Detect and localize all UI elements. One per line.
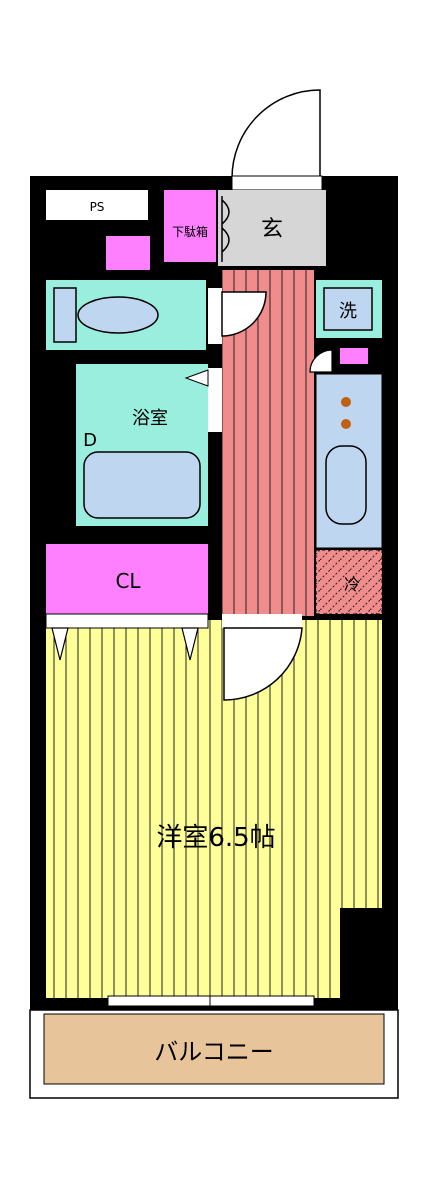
ps-label: PS [90, 200, 105, 214]
western-room [46, 620, 382, 998]
balcony-window [107, 995, 315, 1007]
stove-burner-icon [341, 419, 351, 429]
fridge-space [315, 549, 383, 615]
toilet-door-swing-icon [221, 291, 267, 337]
closet [46, 544, 208, 614]
balcony-label: バルコニー [154, 1038, 274, 1066]
closet-bottom-edge [45, 613, 209, 629]
bathroom-door-gap [208, 368, 222, 432]
western-room-label: 洋室6.5帖 [156, 823, 275, 853]
stove-burner-icon [341, 397, 351, 407]
pink-block [106, 236, 150, 270]
toilet-icon [53, 287, 159, 343]
room-door-gap [222, 614, 302, 628]
closet-door-icons [51, 627, 199, 661]
laundry-machine [323, 287, 373, 331]
bathroom-door-icon [184, 369, 209, 387]
entrance-floor [218, 190, 326, 266]
room-door-swing-icon [223, 627, 303, 701]
kitchen-sink [325, 445, 367, 525]
closet-label: CL [115, 569, 141, 593]
kitchen-door-swing-icon [309, 349, 333, 373]
kitchen-pink-mark [340, 348, 368, 364]
shoe-cabinet-label: 下駄箱 [172, 224, 208, 239]
pillar [340, 908, 398, 1008]
laundry-label: 洗 [339, 301, 357, 322]
bathtub-icon [83, 451, 201, 519]
shoe-cabinet-door-icon [221, 196, 230, 262]
bathroom-door-mark: D [83, 430, 97, 451]
entrance-door-swing [231, 89, 323, 191]
fridge-label: 冷 [344, 575, 360, 594]
entrance-label: 玄 [261, 217, 283, 242]
bathroom-label: 浴室 [132, 408, 168, 429]
balcony [43, 1013, 385, 1085]
toilet-door-gap [208, 288, 222, 344]
shoe-cabinet [164, 190, 216, 262]
ps-area [46, 190, 148, 220]
